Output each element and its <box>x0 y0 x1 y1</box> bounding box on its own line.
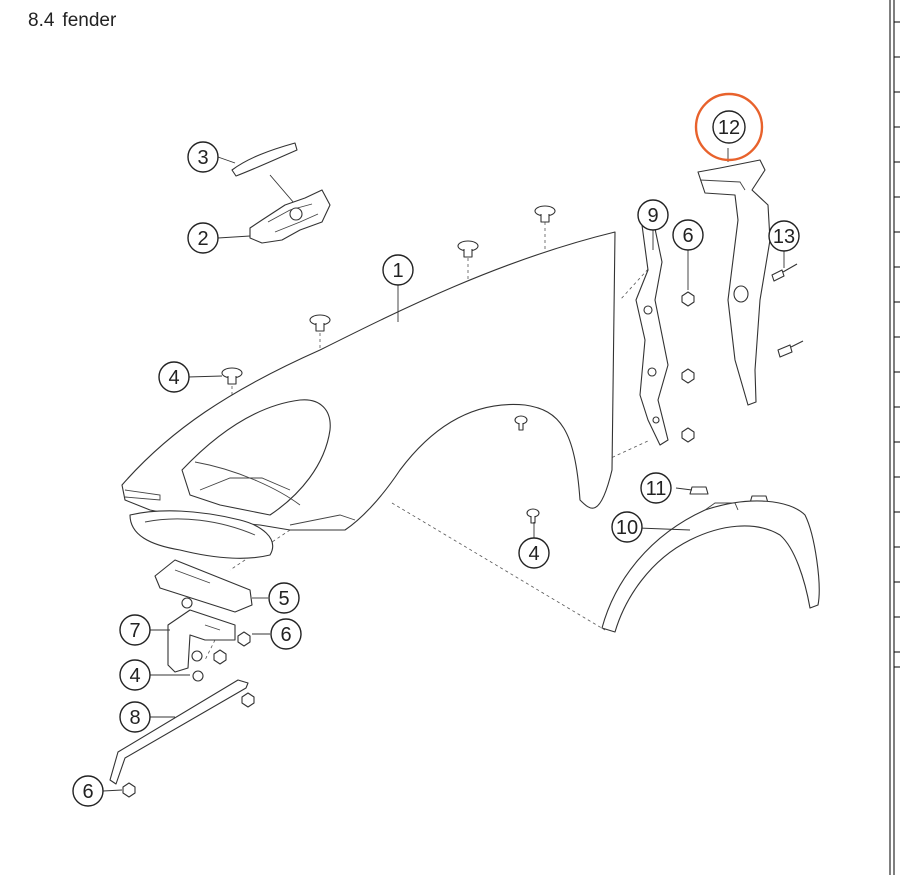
clip-icon <box>309 314 331 332</box>
clip-icon <box>514 415 528 431</box>
callout-6[interactable]: 6 <box>270 618 302 650</box>
bolt-icon <box>191 650 203 662</box>
fasteners-lower-left <box>122 631 255 798</box>
fender-part-1 <box>121 231 616 559</box>
clip-icon <box>534 205 556 223</box>
svg-text:4: 4 <box>528 543 539 565</box>
svg-text:11: 11 <box>646 478 667 500</box>
callout-11[interactable]: 11 <box>640 472 672 504</box>
section-name: fender <box>62 10 117 31</box>
callout-3[interactable]: 3 <box>187 141 219 173</box>
screw-icon <box>777 340 804 358</box>
svg-text:4: 4 <box>168 367 179 389</box>
callout-4[interactable]: 4 <box>518 537 550 569</box>
svg-text:9: 9 <box>647 205 658 227</box>
clip-icon <box>526 508 540 524</box>
plate-part-5 <box>154 559 253 613</box>
svg-text:2: 2 <box>197 228 208 250</box>
svg-text:7: 7 <box>129 620 140 642</box>
callout-2[interactable]: 2 <box>187 222 219 254</box>
callout-8[interactable]: 8 <box>119 701 151 733</box>
housing-part-2 <box>249 189 331 244</box>
svg-text:3: 3 <box>197 147 208 169</box>
callout-6[interactable]: 6 <box>672 219 704 251</box>
leader-lines <box>102 156 785 792</box>
clip-icon <box>689 486 709 495</box>
fender-clips <box>221 205 556 524</box>
svg-text:6: 6 <box>682 225 693 247</box>
bracket-part-7 <box>167 609 236 673</box>
clip-icon <box>221 367 243 385</box>
mounting-strip-part-9 <box>635 204 669 446</box>
callout-5[interactable]: 5 <box>268 582 300 614</box>
svg-text:10: 10 <box>616 517 638 539</box>
wheel-arch-trim-part-10 <box>601 500 820 633</box>
nut-icon <box>681 427 695 443</box>
nut-icon <box>122 782 136 798</box>
gasket-part-3 <box>231 142 301 211</box>
screw-icon <box>771 263 798 282</box>
nut-icon <box>241 692 255 708</box>
svg-text:6: 6 <box>280 624 291 646</box>
svg-text:8: 8 <box>129 707 140 729</box>
nut-icon <box>681 291 695 307</box>
svg-text:4: 4 <box>129 665 140 687</box>
callout-10[interactable]: 10 <box>611 511 643 543</box>
nut-icon <box>213 649 227 665</box>
highlight-ring <box>694 92 764 162</box>
nuts-part-6 <box>681 291 695 443</box>
clip-icon <box>457 240 479 258</box>
callout-1[interactable]: 1 <box>382 254 414 286</box>
svg-text:12: 12 <box>718 117 740 139</box>
bolt-icon <box>192 670 204 682</box>
callout-4[interactable]: 4 <box>158 361 190 393</box>
svg-text:6: 6 <box>82 781 93 803</box>
side-ruler <box>889 0 900 875</box>
callout-13[interactable]: 13 <box>768 220 800 252</box>
callout-4[interactable]: 4 <box>119 659 151 691</box>
nut-icon <box>681 368 695 384</box>
screws-part-13 <box>771 263 804 358</box>
svg-text:13: 13 <box>773 226 795 248</box>
strut-rod-part-8 <box>109 679 249 785</box>
svg-text:5: 5 <box>278 588 289 610</box>
nut-icon <box>237 631 251 647</box>
callout-6[interactable]: 6 <box>72 775 104 807</box>
svg-text:1: 1 <box>392 260 403 282</box>
cover-part-12 <box>697 148 771 406</box>
callout-7[interactable]: 7 <box>119 614 151 646</box>
callout-12[interactable]: 12 <box>712 110 746 144</box>
page-title: 8.4 fender <box>28 10 116 32</box>
callout-9[interactable]: 9 <box>637 199 669 231</box>
section-number: 8.4 <box>28 10 55 31</box>
